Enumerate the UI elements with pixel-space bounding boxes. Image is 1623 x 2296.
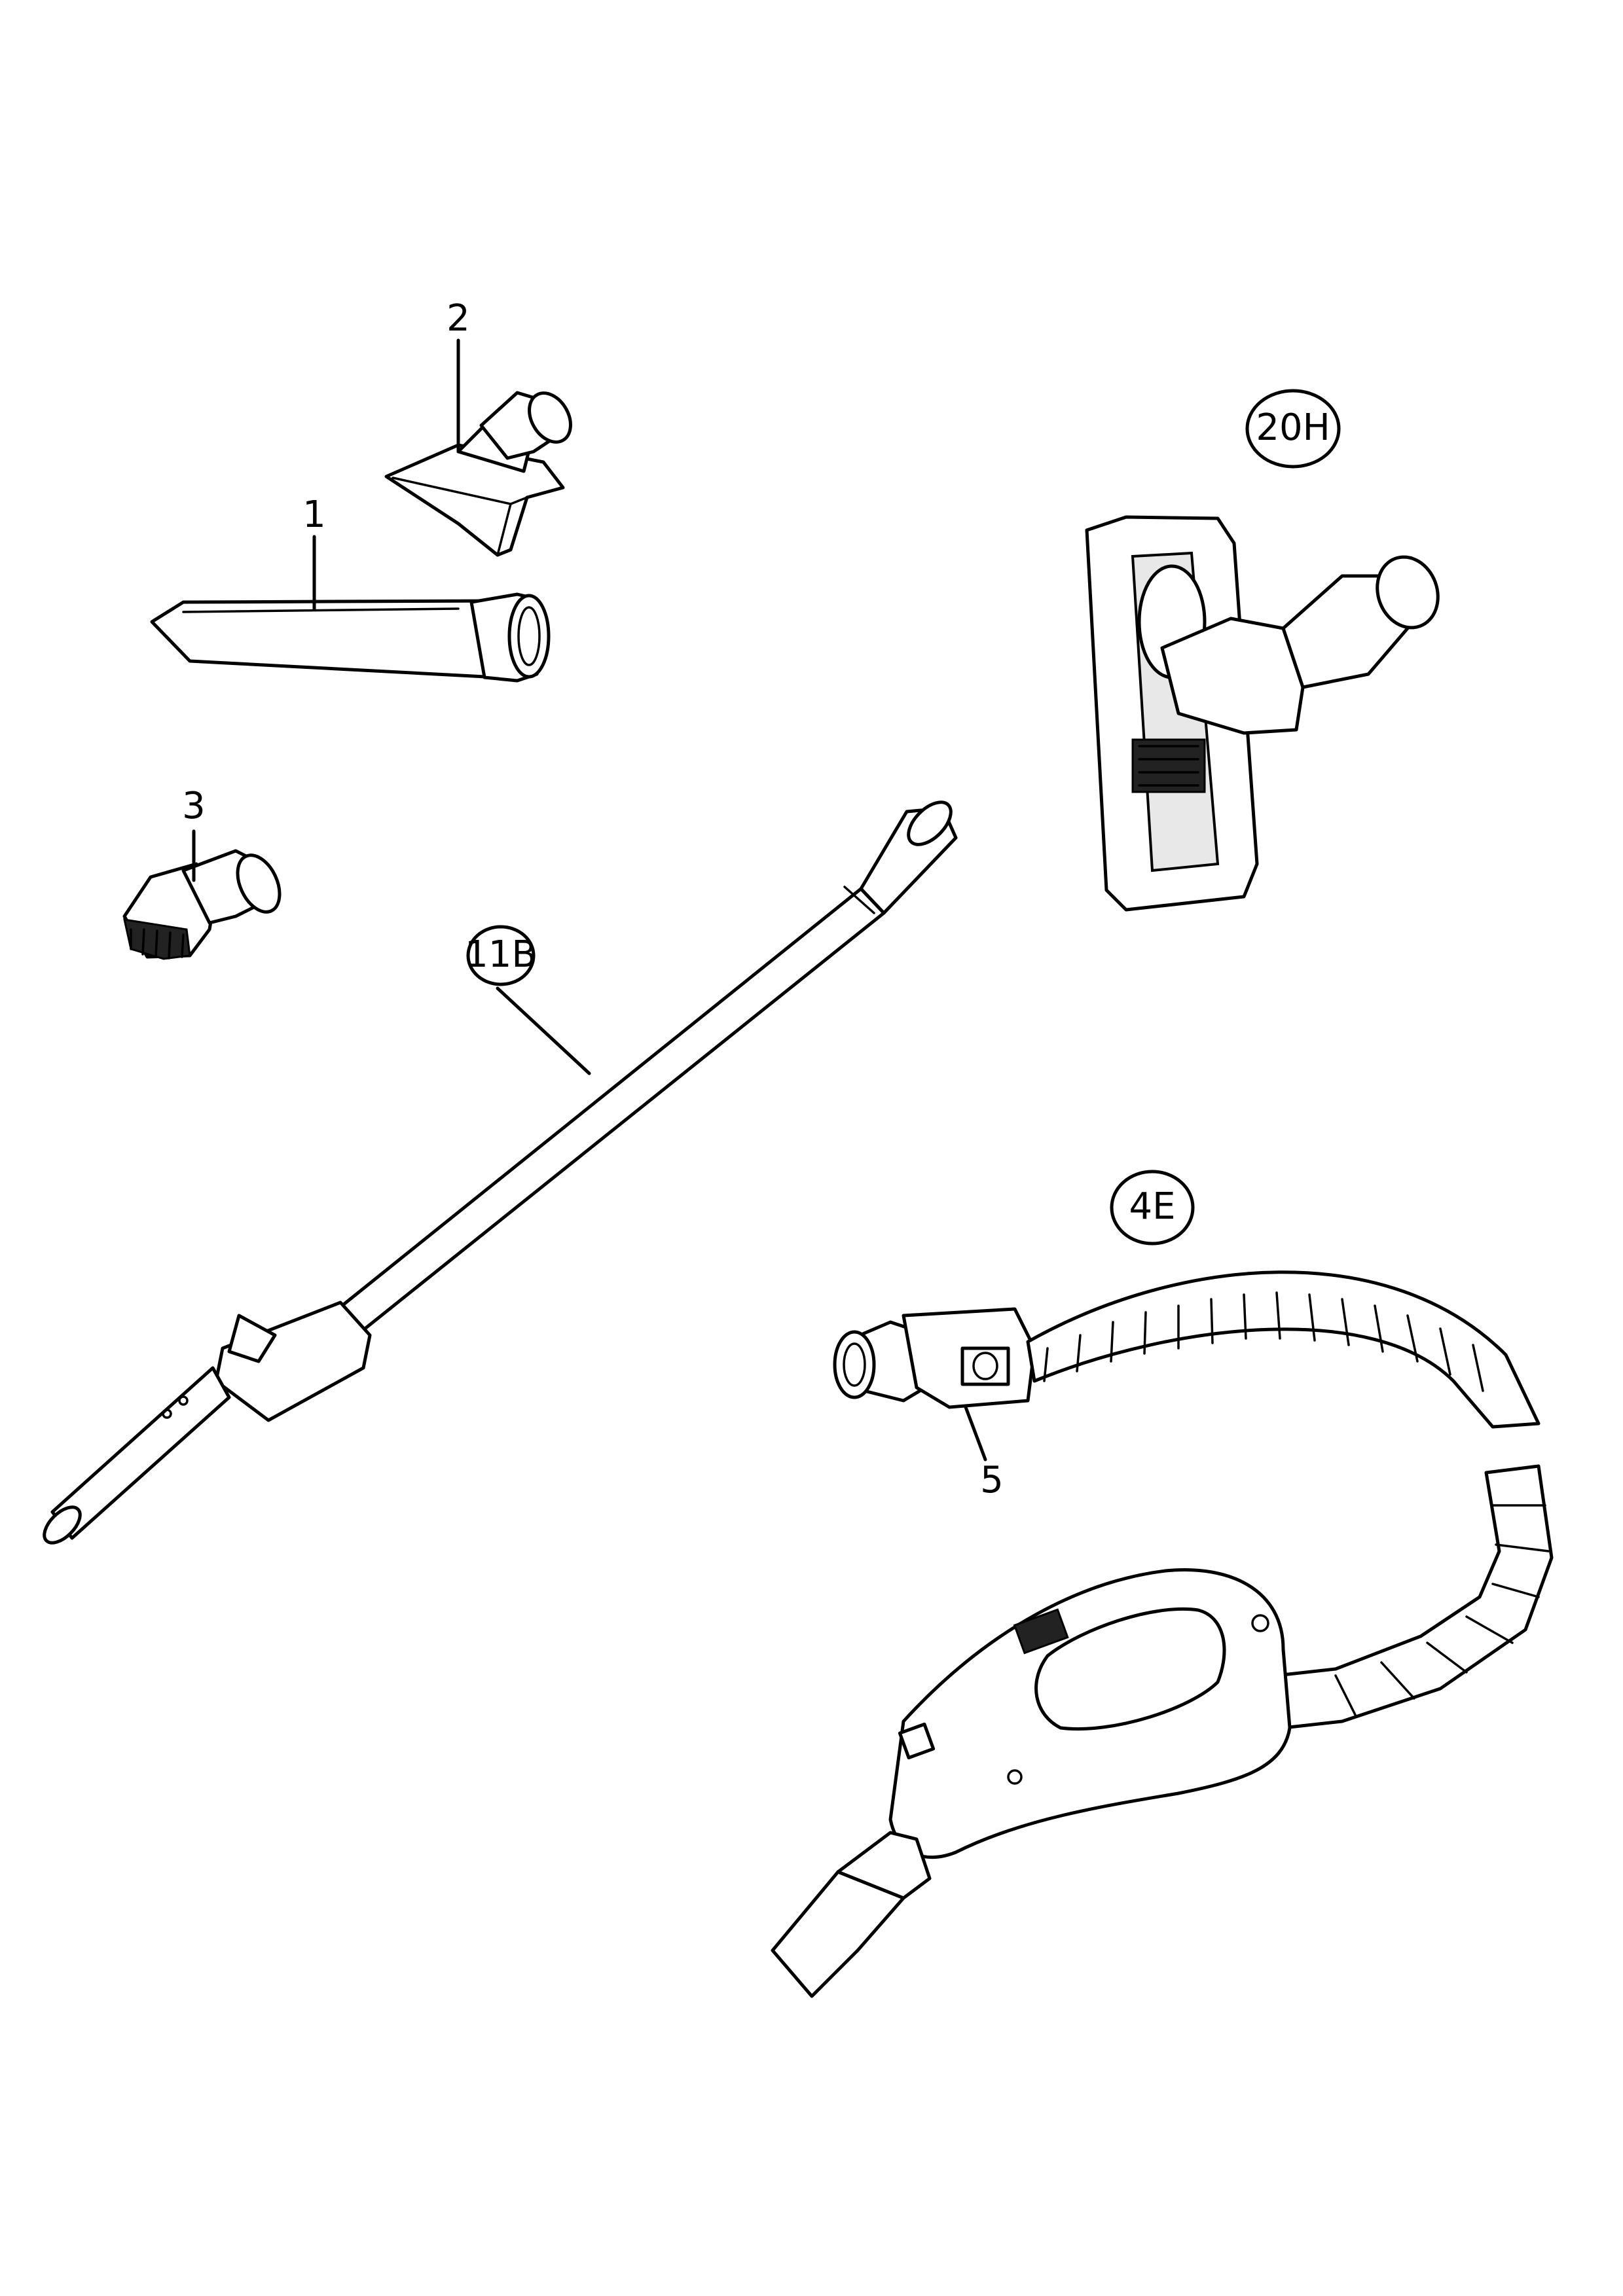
part-callout-11b: 11B: [465, 925, 537, 986]
upholstery-nozzle-drawing: [384, 391, 572, 557]
part-label-5: 5: [980, 1459, 1004, 1501]
dusting-brush-drawing: [122, 849, 282, 960]
crevice-nozzle-drawing: [150, 592, 551, 683]
part-label-4e: 4E: [1129, 1185, 1175, 1228]
part-label-2: 2: [447, 297, 470, 340]
part-label-20h: 20H: [1256, 406, 1330, 449]
part-label-1: 1: [302, 493, 326, 536]
telescopic-tube-drawing: [43, 800, 958, 1545]
part-label-11b: 11B: [465, 933, 537, 976]
leader-line-11b: [496, 986, 591, 1075]
hose-drawing: [771, 1270, 1554, 1998]
floor-nozzle-drawing: [1085, 515, 1440, 912]
part-label-3: 3: [182, 785, 206, 827]
leader-line-5: [964, 1405, 987, 1462]
part-callout-20h: 20H: [1245, 389, 1341, 469]
part-callout-4e: 4E: [1110, 1170, 1195, 1246]
